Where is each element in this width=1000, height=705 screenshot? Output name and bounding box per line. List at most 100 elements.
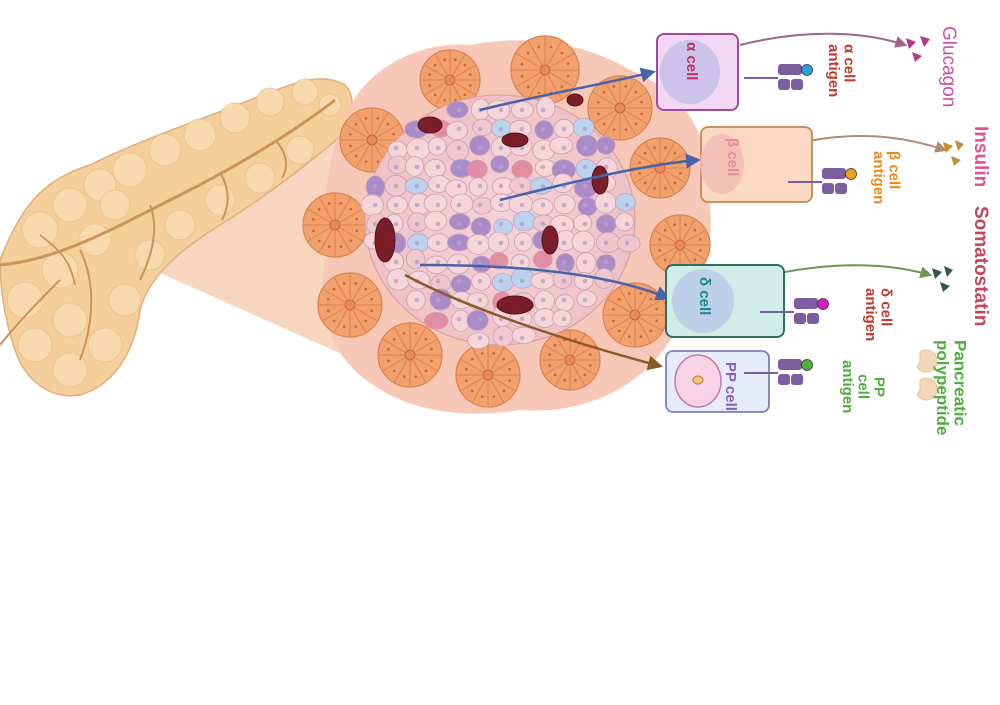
- islet-cell: [513, 232, 533, 252]
- alpha-cell-label: α cell: [682, 42, 700, 81]
- islet-cell: [466, 233, 490, 255]
- triangle-icon: [955, 140, 964, 151]
- secretion-arrow-glucagon: [739, 32, 908, 48]
- islet-cell: [472, 118, 494, 137]
- pp-antigen-line-1: PP: [870, 376, 888, 397]
- islet-cell: [555, 253, 575, 274]
- islet-cell: [571, 230, 596, 254]
- islet-cell: [360, 194, 384, 217]
- islet-cell: [596, 214, 617, 235]
- islet-cell: [446, 100, 469, 119]
- islet-cell: [405, 156, 424, 177]
- acinus: [510, 35, 580, 105]
- islet-cell: [614, 212, 635, 232]
- islet-cell: [531, 198, 554, 216]
- islet-cell: [510, 267, 535, 289]
- islet-cell: [365, 175, 385, 199]
- islet-cell: [534, 120, 554, 140]
- triangle-icon: [944, 266, 953, 277]
- acinus: [317, 272, 383, 338]
- antigen-receptors: [744, 64, 857, 385]
- islet-of-langerhans: [360, 93, 641, 350]
- zoom-cone: [120, 120, 360, 360]
- islet-cell: [576, 290, 597, 308]
- arrow-to-beta-cell: [499, 153, 701, 202]
- islet-cell: [407, 212, 428, 233]
- triangle-icon: [906, 38, 916, 49]
- islet-cell: [533, 250, 553, 269]
- triangle-icon: [940, 282, 950, 292]
- islet-cell: [406, 137, 431, 160]
- pp-hormone-line-2: polypeptide: [932, 340, 952, 436]
- islet-cell: [549, 136, 574, 155]
- delta-antigen-line-1: δ cell: [877, 288, 895, 327]
- acinus: [649, 214, 711, 276]
- delta-cell-label: δ cell: [695, 277, 713, 316]
- islet-cell: [490, 155, 510, 174]
- islet-cell: [470, 217, 492, 237]
- islet-cell: [573, 213, 593, 233]
- blood-vessel: [417, 116, 443, 134]
- acini-group: [302, 35, 711, 408]
- pp-cell-label: PP cell: [721, 362, 739, 411]
- islet-cell: [533, 308, 556, 329]
- islet-cell: [386, 195, 408, 215]
- islet-cell: [424, 211, 447, 231]
- islet-cell: [491, 273, 514, 292]
- triangle-icon: [932, 268, 942, 279]
- pancreatic-polypeptide-icons: [916, 349, 938, 401]
- islet-cell: [426, 233, 451, 252]
- islet-cell: [386, 268, 411, 291]
- islet-cell: [427, 136, 447, 156]
- islet-cell: [553, 118, 575, 139]
- islet-cell: [489, 252, 509, 270]
- islet-cell: [471, 271, 492, 291]
- blood-vessel: [566, 93, 584, 107]
- beta-antigen-line-1: β cell: [885, 151, 903, 190]
- islet-cell: [552, 309, 572, 328]
- receptor-icon: [788, 168, 857, 194]
- islet-cell: [430, 274, 451, 294]
- islet-cell: [404, 177, 428, 195]
- islet-cell: [466, 309, 489, 331]
- islet-cell: [384, 174, 408, 197]
- islet-cell: [615, 193, 636, 212]
- islet-cell: [407, 233, 430, 253]
- blood-vessel: [501, 132, 529, 148]
- pacman-icon: [916, 377, 938, 401]
- blood-vessel: [374, 217, 396, 263]
- islet-cell: [577, 196, 598, 217]
- receptor-icon: [744, 359, 813, 385]
- islet-cell: [509, 176, 533, 195]
- islet-cell: [468, 177, 488, 197]
- pp-hormone-line-1: Pancreatic: [950, 340, 970, 426]
- islet-cell: [511, 159, 533, 179]
- blood-vessel: [591, 165, 609, 195]
- secretion-arrow-insulin: [789, 134, 948, 153]
- islet-cell: [555, 294, 575, 312]
- receptor-icon: [744, 64, 813, 90]
- islet-cell: [467, 332, 490, 350]
- islet-cell: [512, 211, 537, 232]
- blood-vessel: [541, 225, 559, 255]
- islet-cell: [467, 159, 488, 179]
- acinus: [455, 342, 521, 408]
- beta-cell-box: [700, 126, 813, 203]
- acinus: [602, 282, 668, 348]
- acinus: [377, 322, 443, 388]
- beta-antigen-line-2: antigen: [869, 151, 887, 205]
- acinus: [419, 49, 481, 111]
- islet-cell: [469, 135, 491, 156]
- alpha-cell-box: [656, 33, 739, 111]
- delta-antigen-line-2: antigen: [861, 288, 879, 342]
- acinus: [587, 75, 653, 141]
- islet-cell: [424, 312, 449, 330]
- insulin-icons: [943, 140, 964, 166]
- islet-cell: [423, 193, 448, 213]
- islet-cell: [471, 255, 492, 273]
- arrow-to-alpha-cell: [479, 67, 656, 112]
